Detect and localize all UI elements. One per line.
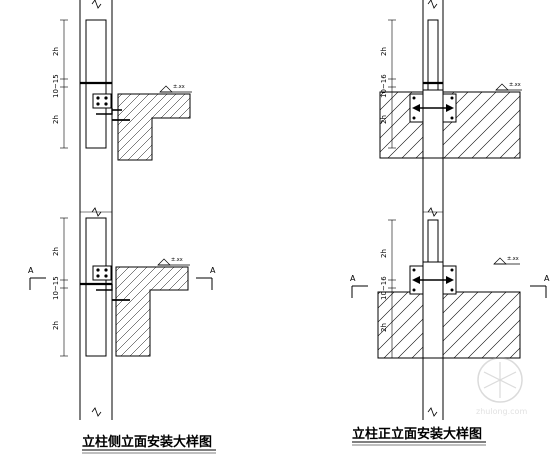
dim-mid: 10~15 [52, 74, 60, 98]
level-mark: ±.xx [509, 82, 521, 88]
dim-top: 2h [52, 47, 60, 56]
front-detail-lower: 2h 10~16 2h ±.xx A A [350, 219, 550, 359]
dim-mid: 10~16 [380, 74, 388, 98]
side-detail-lower: 2h 10~15 2h ±.xx A A [28, 217, 216, 357]
section-mark-right: A [210, 266, 216, 275]
concrete-slab [117, 93, 191, 161]
dim-top: 2h [380, 249, 388, 258]
dim-mid: 10~16 [380, 276, 388, 300]
dim-bot: 2h [52, 321, 60, 330]
section-mark-left: A [350, 274, 356, 283]
concrete-slab [377, 291, 521, 359]
side-detail-upper: 2h 10~15 2h ±.xx [52, 19, 192, 161]
watermark-logo: zhulong.com [476, 357, 527, 416]
level-mark: ±.xx [507, 256, 519, 262]
section-mark-left: A [28, 266, 34, 275]
dim-top: 2h [380, 47, 388, 56]
dim-mid: 10~15 [52, 276, 60, 300]
section-mark-right: A [544, 274, 550, 283]
side-elevation-detail: 2h 10~15 2h ±.xx [28, 0, 216, 454]
diagram-title: 立柱侧立面安装大样图 [82, 434, 212, 450]
diagram-title: 立柱正立面安装大样图 [352, 426, 482, 442]
level-mark: ±.xx [171, 257, 183, 263]
concrete-slab [115, 266, 189, 357]
level-mark: ±.xx [173, 84, 185, 90]
front-detail-upper: 2h 10~16 2h ±.xx [379, 19, 522, 159]
watermark-text: zhulong.com [476, 407, 527, 416]
front-elevation-detail: 2h 10~16 2h ±.xx 2h 1 [350, 0, 550, 446]
dim-bot: 2h [52, 115, 60, 124]
dim-top: 2h [52, 247, 60, 256]
